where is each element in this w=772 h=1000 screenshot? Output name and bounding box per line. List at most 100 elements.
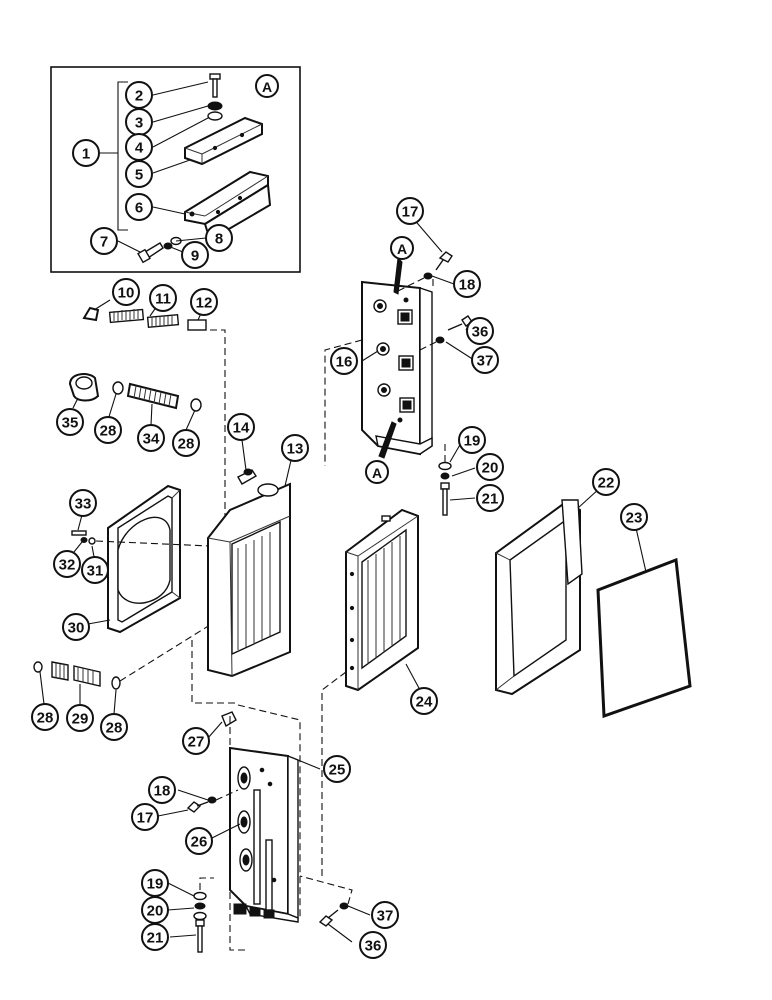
- callout-circle: [476, 484, 504, 512]
- callout-number: 28: [100, 423, 117, 440]
- middle-hose-group: [68, 373, 202, 431]
- reference-circle: [365, 460, 389, 484]
- reference-markers-layer: A A A: [255, 74, 414, 484]
- callout-number: 7: [100, 234, 108, 251]
- callout-circle: [66, 704, 94, 732]
- callout-number: 11: [155, 291, 171, 308]
- callout-circle: [72, 139, 100, 167]
- callout-circle: [112, 278, 140, 306]
- callout-circle: [181, 241, 209, 269]
- reference-letter: A: [262, 79, 272, 95]
- callout-30: 30: [62, 613, 90, 641]
- callout-number: 35: [62, 415, 79, 432]
- callout-16: 16: [330, 347, 358, 375]
- callout-26: 26: [185, 827, 213, 855]
- callout-number: 18: [154, 783, 171, 800]
- callout-13: 13: [281, 434, 309, 462]
- callout-number: 8: [215, 231, 223, 248]
- callout-circle: [141, 923, 169, 951]
- callout-circle: [90, 227, 118, 255]
- bracket-plate-part: [184, 116, 263, 166]
- callout-number: 13: [287, 441, 304, 458]
- callout-32: 32: [53, 550, 81, 578]
- callout-17-2: 17: [131, 803, 159, 831]
- callout-circle: [227, 413, 255, 441]
- callout-36-2: 36: [359, 931, 387, 959]
- callout-number: 14: [233, 420, 250, 437]
- callout-number: 28: [106, 720, 123, 737]
- callout-6: 6: [125, 193, 153, 221]
- callout-number: 30: [68, 620, 85, 637]
- callout-circle: [53, 550, 81, 578]
- callout-28: 28: [94, 416, 122, 444]
- callout-number: 29: [72, 711, 89, 728]
- callout-5: 5: [125, 160, 153, 188]
- callout-2: 2: [125, 81, 153, 109]
- callout-number: 25: [329, 762, 346, 779]
- reference-letter: A: [372, 465, 382, 481]
- callout-circle: [190, 288, 218, 316]
- upper-hose-group: [82, 299, 226, 520]
- callout-number: 23: [626, 510, 643, 527]
- callout-28-4: 28: [100, 713, 128, 741]
- callout-circle: [410, 687, 438, 715]
- callout-20: 20: [476, 453, 504, 481]
- callout-number: 19: [147, 876, 164, 893]
- callout-1: 1: [72, 139, 100, 167]
- callout-circle: [330, 347, 358, 375]
- callout-number: 37: [377, 908, 394, 925]
- callout-circle: [185, 827, 213, 855]
- callout-circle: [69, 489, 97, 517]
- callout-circle: [131, 803, 159, 831]
- inset-detail-a: [50, 66, 301, 273]
- callout-circle: [148, 776, 176, 804]
- callout-7: 7: [90, 227, 118, 255]
- reference-letter: A: [397, 241, 407, 257]
- callout-35: 35: [56, 408, 84, 436]
- callout-number: 22: [598, 475, 615, 492]
- callout-circle: [31, 703, 59, 731]
- reference-marker-a: A: [390, 236, 414, 260]
- callout-29: 29: [66, 704, 94, 732]
- callout-number: 18: [459, 277, 476, 294]
- callout-36: 36: [466, 317, 494, 345]
- callout-4: 4: [125, 133, 153, 161]
- core-panel-part: [321, 508, 421, 880]
- callout-circle: [592, 468, 620, 496]
- callout-3: 3: [125, 108, 153, 136]
- callout-circle: [620, 503, 648, 531]
- radiator-part: [191, 439, 301, 951]
- callout-circle: [453, 270, 481, 298]
- callout-circle: [125, 193, 153, 221]
- callout-circle: [471, 346, 499, 374]
- callout-37: 37: [471, 346, 499, 374]
- callout-circle: [396, 197, 424, 225]
- callout-19-2: 19: [141, 869, 169, 897]
- callout-20-2: 20: [141, 896, 169, 924]
- callout-28-2: 28: [172, 429, 200, 457]
- callout-circle: [94, 416, 122, 444]
- callout-11: 11: [149, 284, 177, 312]
- callout-circle: [205, 224, 233, 252]
- callout-number: 20: [482, 460, 499, 477]
- callout-17: 17: [396, 197, 424, 225]
- callout-31: 31: [81, 556, 109, 584]
- callout-number: 17: [402, 204, 419, 221]
- callout-circle: [149, 284, 177, 312]
- callout-37-2: 37: [371, 901, 399, 929]
- reference-marker-a: A: [255, 74, 279, 98]
- callout-number: 16: [336, 354, 353, 371]
- lower-mount-plate-part: [157, 746, 371, 953]
- callout-22: 22: [592, 468, 620, 496]
- callout-circle: [137, 424, 165, 452]
- callout-number: 19: [464, 433, 481, 450]
- callout-19: 19: [458, 426, 486, 454]
- callout-9: 9: [181, 241, 209, 269]
- callout-number: 1: [82, 146, 90, 163]
- reference-marker-a: A: [365, 460, 389, 484]
- callout-8: 8: [205, 224, 233, 252]
- reference-circle: [390, 236, 414, 260]
- callout-18: 18: [453, 270, 481, 298]
- callout-number: 20: [147, 903, 164, 920]
